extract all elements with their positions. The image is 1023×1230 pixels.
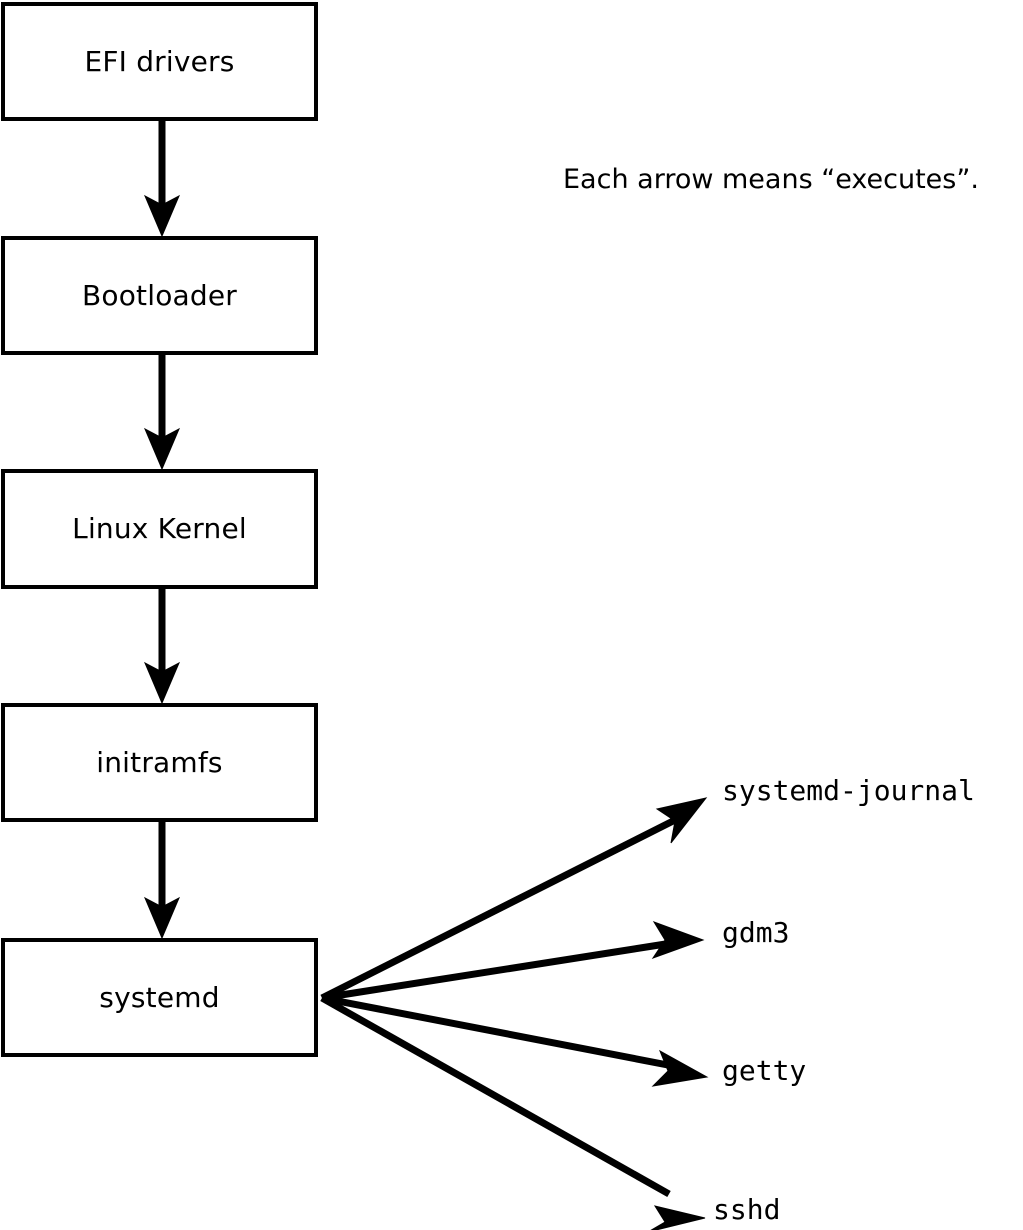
arrow-systemd-to-getty	[321, 994, 709, 1087]
stage-box-label: initramfs	[96, 745, 223, 779]
stage-box-label: systemd	[99, 980, 220, 1014]
arrow-systemd-to-sshd	[320, 994, 706, 1230]
arrow-efi-drivers-to-bootloader	[143, 121, 181, 238]
stage-box-bootloader: Bootloader	[1, 236, 318, 355]
service-label-systemd-journal: systemd-journal	[722, 774, 975, 807]
arrow-initramfs-to-systemd	[143, 822, 181, 940]
service-label-sshd: sshd	[713, 1193, 781, 1226]
service-label-getty: getty	[722, 1054, 807, 1087]
arrow-bootloader-to-linux-kernel	[143, 355, 181, 471]
stage-box-label: Bootloader	[81, 278, 238, 312]
service-label-gdm3: gdm3	[722, 916, 790, 949]
stage-box-linux-kernel: Linux Kernel	[1, 469, 318, 589]
arrow-systemd-to-systemd-journal	[320, 797, 708, 1002]
stage-box-label: Linux Kernel	[72, 512, 247, 545]
stage-box-initramfs: initramfs	[1, 703, 318, 822]
stage-box-systemd: systemd	[1, 938, 318, 1057]
stage-box-label: EFI drivers	[84, 44, 235, 78]
stage-box-efi-drivers: EFI drivers	[1, 2, 318, 121]
diagram-caption: Each arrow means “executes”.	[563, 164, 979, 195]
arrow-systemd-to-gdm3	[321, 921, 705, 1002]
arrow-linux-kernel-to-initramfs	[143, 589, 181, 705]
